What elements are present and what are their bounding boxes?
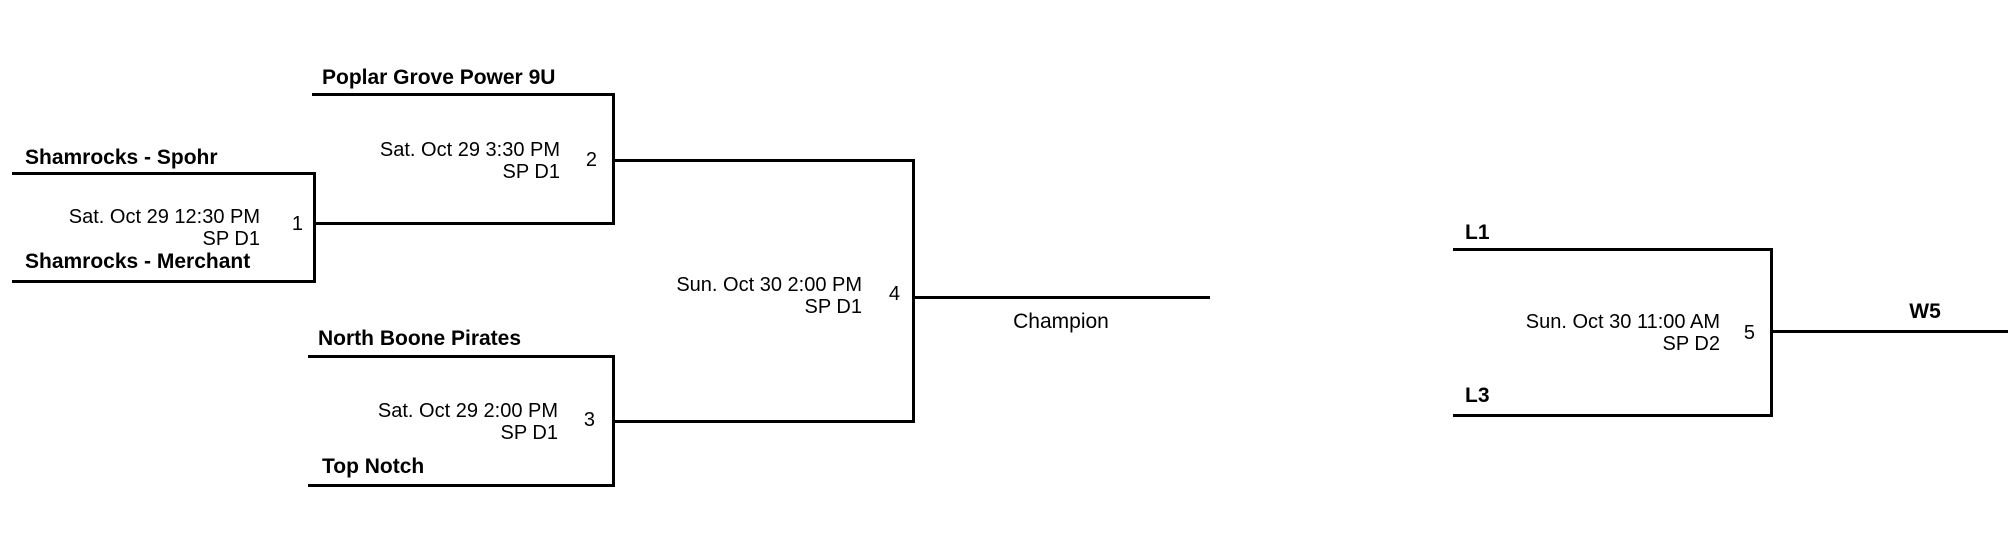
game1-top-team-label: Shamrocks - Spohr: [25, 146, 218, 169]
game4-datetime: Sun. Oct 30 2:00 PM: [676, 274, 862, 296]
game2-venue: SP D1: [502, 161, 560, 183]
game1-bottom-team-line: [12, 280, 313, 283]
game3-venue: SP D1: [500, 422, 558, 444]
game3-top-team-label: North Boone Pirates: [318, 327, 522, 350]
game2-datetime: Sat. Oct 29 3:30 PM: [379, 139, 560, 161]
game4-info: Sun. Oct 30 2:00 PM SP D1: [642, 274, 862, 318]
game3-winner-connector-line: [612, 420, 912, 423]
game3-info: Sat. Oct 29 2:00 PM SP D1: [338, 400, 558, 444]
game3-bottom-team-label: Top Notch: [322, 455, 425, 478]
game1-bottom-team-label: Shamrocks - Merchant: [25, 250, 251, 273]
game3-datetime: Sat. Oct 29 2:00 PM: [377, 400, 558, 422]
game5-info: Sun. Oct 30 11:00 AM SP D2: [1500, 311, 1720, 355]
game3-number: 3: [583, 409, 595, 431]
champion-label: Champion: [1013, 310, 1109, 333]
game1-info: Sat. Oct 29 12:30 PM SP D1: [40, 206, 260, 250]
game1-datetime: Sat. Oct 29 12:30 PM: [68, 206, 260, 228]
game4-venue: SP D1: [804, 296, 862, 318]
game1-venue: SP D1: [202, 228, 260, 250]
game5-datetime: Sun. Oct 30 11:00 AM: [1525, 311, 1720, 333]
game5-winner-line: [1770, 330, 2008, 333]
game5-winner-label: W5: [1909, 300, 1941, 323]
game1-number: 1: [291, 213, 303, 235]
game2-top-team-label: Poplar Grove Power 9U: [322, 66, 556, 89]
game3-bottom-team-line: [308, 484, 612, 487]
game5-venue: SP D2: [1662, 333, 1720, 355]
game1-bracket-join-line: [313, 172, 316, 283]
game1-winner-connector-line: [313, 222, 612, 225]
game2-info: Sat. Oct 29 3:30 PM SP D1: [340, 139, 560, 183]
game5-bottom-team-line: [1453, 414, 1770, 417]
game5-bottom-team-label: L3: [1465, 384, 1490, 407]
game5-top-team-label: L1: [1465, 221, 1490, 244]
game1-top-team-line: [12, 172, 313, 175]
game5-number: 5: [1743, 322, 1755, 344]
game5-top-team-line: [1453, 248, 1770, 251]
game3-top-team-line: [308, 355, 612, 358]
game4-number: 4: [888, 283, 900, 305]
champion-line: [912, 296, 1210, 299]
game4-bracket-join-line: [912, 159, 915, 423]
game2-top-team-line: [312, 93, 615, 96]
game2-number: 2: [585, 149, 597, 171]
game2-winner-connector-line: [612, 159, 912, 162]
